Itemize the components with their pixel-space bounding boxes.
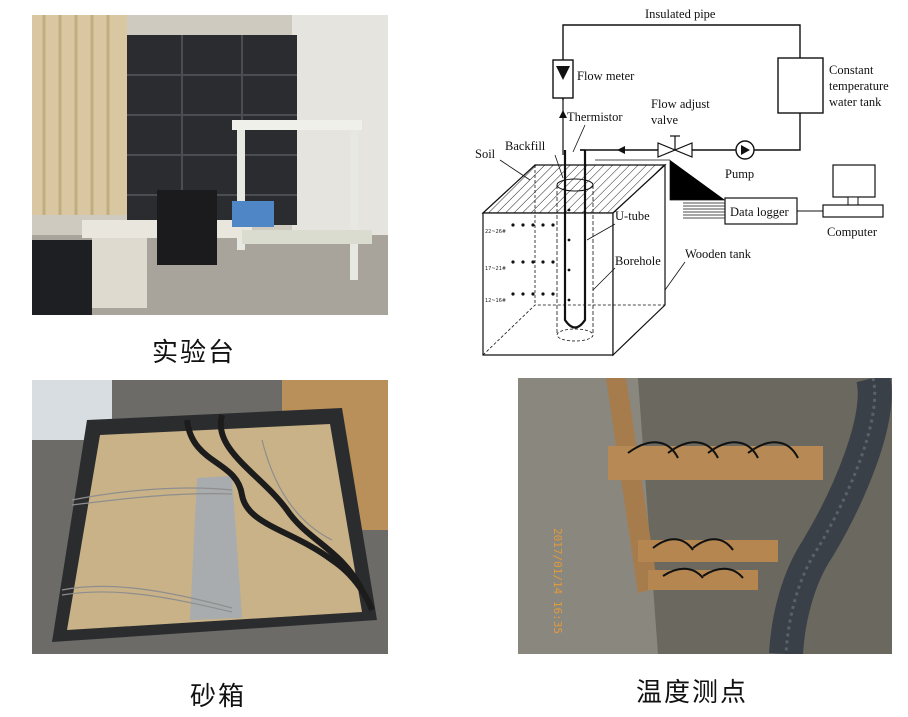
caption-sand-box: 砂箱 (190, 682, 247, 712)
label-soil: Soil (475, 147, 496, 161)
label-computer: Computer (827, 225, 878, 239)
sand-box-photo (32, 380, 388, 654)
label-tank-line3: water tank (829, 95, 882, 109)
label-valve-line1: Flow adjust (651, 97, 710, 111)
label-data-logger: Data logger (730, 205, 789, 219)
photo-date-stamp: 2017/01/14 16:35 (551, 528, 564, 634)
caption-test-bench: 实验台 (152, 338, 237, 368)
label-thermistor: Thermistor (567, 110, 623, 124)
test-bench-photo (32, 15, 388, 315)
label-u-tube: U-tube (615, 209, 650, 223)
label-wooden-tank: Wooden tank (685, 247, 752, 261)
label-backfill: Backfill (505, 139, 546, 153)
sensor-row-mid-label: 17~21# (485, 266, 506, 272)
label-pump: Pump (725, 167, 754, 181)
label-tank-line2: temperature (829, 79, 889, 93)
label-borehole: Borehole (615, 254, 661, 268)
label-insulated-pipe: Insulated pipe (645, 7, 716, 21)
caption-temperature-points: 温度测点 (636, 678, 749, 708)
valve-icon (657, 142, 677, 158)
temperature-points-photo: 2017/01/14 16:35 (518, 378, 892, 654)
label-flow-meter: Flow meter (577, 69, 635, 83)
experimental-setup-diagram: Insulated pipe Flow meter Constant tempe… (475, 7, 889, 357)
computer-icon (832, 164, 876, 198)
sensor-row-top-label: 22~26# (485, 229, 506, 235)
sensor-row-bot-label: 12~16# (485, 298, 506, 304)
label-valve-line2: valve (651, 113, 679, 127)
data-logger-box (724, 197, 798, 225)
label-tank-line1: Constant (829, 63, 874, 77)
